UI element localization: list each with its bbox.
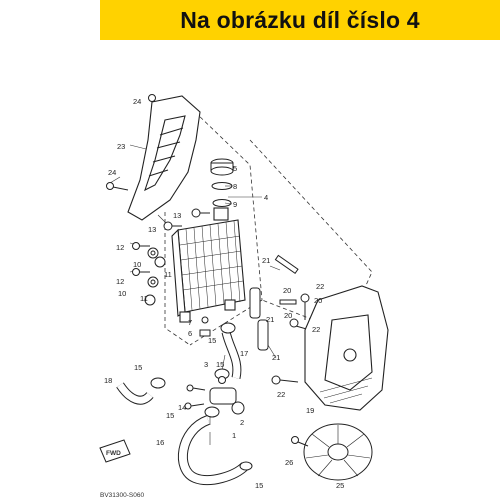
callout-24: 24 [133,97,141,106]
callout-15: 15 [166,411,174,420]
callout-22: 22 [277,390,285,399]
callout-24: 24 [108,168,116,177]
callout-13: 13 [173,211,181,220]
part-thermostat-housing [184,376,245,415]
part-radiator [171,207,246,323]
part-fan-housing [304,285,389,411]
callout-18: 18 [104,376,112,385]
part-air-shroud [127,95,201,221]
callout-23: 23 [117,142,125,151]
callout-20: 20 [314,296,322,305]
fwd-arrow-icon: FWD [99,439,131,463]
callout-25: 25 [336,481,344,490]
fwd-label: FWD [106,450,121,457]
callout-15: 15 [255,481,263,490]
part-bolt-13 [163,208,210,231]
part-cap-seal [211,182,233,190]
diagram-code: BV31300-S060 [100,492,144,499]
callout-11: 11 [140,294,148,303]
title-banner: Na obrázku díl číslo 4 [100,0,500,40]
callout-14: 14 [178,403,186,412]
part-drain-fittings [199,316,211,337]
callout-12: 12 [116,243,124,252]
callout-5: 5 [233,164,237,173]
dashed-frame-left [164,212,191,346]
callout-6: 6 [188,329,192,338]
callout-8: 8 [233,182,237,191]
callout-15: 15 [134,363,142,372]
callout-21: 21 [272,353,280,362]
callout-21: 21 [266,315,274,324]
callout-labels: 24 23 24 5 8 9 4 13 13 12 10 11 12 10 11… [104,97,344,490]
part-bolt-24 [106,94,156,191]
callout-15: 15 [216,360,224,369]
callout-9: 9 [233,200,237,209]
callout-17: 17 [240,349,248,358]
part-small-pipes [249,254,311,385]
callout-15: 15 [208,336,216,345]
callout-4: 4 [264,193,268,202]
callout-2: 2 [240,418,244,427]
callout-1: 1 [232,431,236,440]
banner-title: Na obrázku díl číslo 4 [180,6,420,33]
part-mount-hardware [132,242,166,306]
callout-22: 22 [316,282,324,291]
callout-21: 21 [262,256,270,265]
callout-12: 12 [116,277,124,286]
callout-7: 7 [188,318,192,327]
callout-26: 26 [285,458,293,467]
part-o-ring [212,199,232,207]
part-hoses [116,330,249,486]
callout-10: 10 [133,260,141,269]
part-bolt-26 [291,436,309,447]
part-hose-clamps [150,322,253,471]
part-cooling-fan [303,423,373,481]
callout-13: 13 [148,225,156,234]
callout-11: 11 [164,270,172,279]
part-radiator-cap [210,158,234,176]
callout-19: 19 [306,406,314,415]
callout-22: 22 [312,325,320,334]
callout-20: 20 [283,286,291,295]
callout-10: 10 [118,289,126,298]
callout-3: 3 [204,360,208,369]
callout-20: 20 [284,311,292,320]
callout-16: 16 [156,438,164,447]
dashed-frame-radiator [189,111,263,346]
